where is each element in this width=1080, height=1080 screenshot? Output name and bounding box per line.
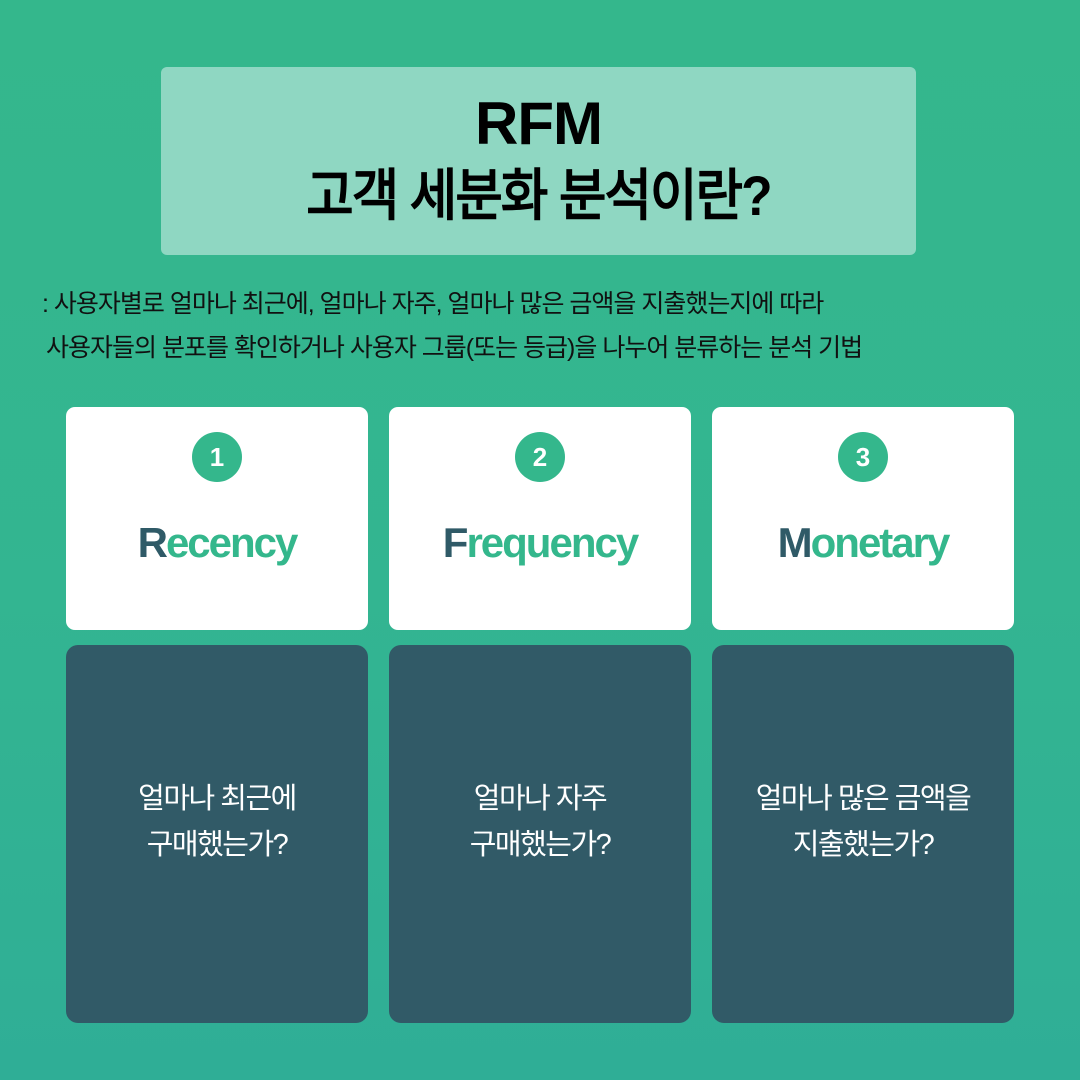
question-text: 얼마나 최근에 구매했는가? <box>138 776 297 868</box>
title-subtitle: 고객 세분화 분석이란? <box>306 164 772 227</box>
term-monetary: Monetary <box>712 519 1014 567</box>
term-initial: F <box>442 519 469 566</box>
term-initial: R <box>137 519 168 566</box>
question-card-monetary: 얼마나 많은 금액을 지출했는가? <box>712 645 1014 1023</box>
card-monetary: 3 Monetary <box>712 407 1014 630</box>
term-frequency: Frequency <box>389 519 691 567</box>
term-rest: requency <box>466 519 639 566</box>
card-recency: 1 Recency <box>66 407 368 630</box>
title-box: RFM 고객 세분화 분석이란? <box>161 67 916 255</box>
question-line-2: 구매했는가? <box>146 829 289 861</box>
question-line-2: 구매했는가? <box>469 829 612 861</box>
question-line-1: 얼마나 최근에 <box>138 783 297 815</box>
question-card-frequency: 얼마나 자주 구매했는가? <box>389 645 691 1023</box>
description-line-1: : 사용자별로 얼마나 최근에, 얼마나 자주, 얼마나 많은 금액을 지출했는… <box>42 290 824 318</box>
term-rest: onetary <box>810 519 951 566</box>
term-recency: Recency <box>66 519 368 567</box>
description-line-2: 사용자들의 분포를 확인하거나 사용자 그룹(또는 등급)을 나누어 분류하는 … <box>46 334 863 362</box>
question-line-1: 얼마나 많은 금액을 <box>755 783 972 815</box>
number-badge-2: 2 <box>515 432 565 482</box>
term-rest: ecency <box>165 519 298 566</box>
question-text: 얼마나 많은 금액을 지출했는가? <box>755 776 972 868</box>
number-badge-1: 1 <box>192 432 242 482</box>
number-badge-3: 3 <box>838 432 888 482</box>
question-line-1: 얼마나 자주 <box>473 783 608 815</box>
title-rfm: RFM <box>475 90 603 157</box>
question-line-2: 지출했는가? <box>792 829 935 861</box>
card-frequency: 2 Frequency <box>389 407 691 630</box>
question-text: 얼마나 자주 구매했는가? <box>469 776 612 868</box>
description: : 사용자별로 얼마나 최근에, 얼마나 자주, 얼마나 많은 금액을 지출했는… <box>30 282 1050 370</box>
question-card-recency: 얼마나 최근에 구매했는가? <box>66 645 368 1023</box>
term-initial: M <box>777 519 813 566</box>
